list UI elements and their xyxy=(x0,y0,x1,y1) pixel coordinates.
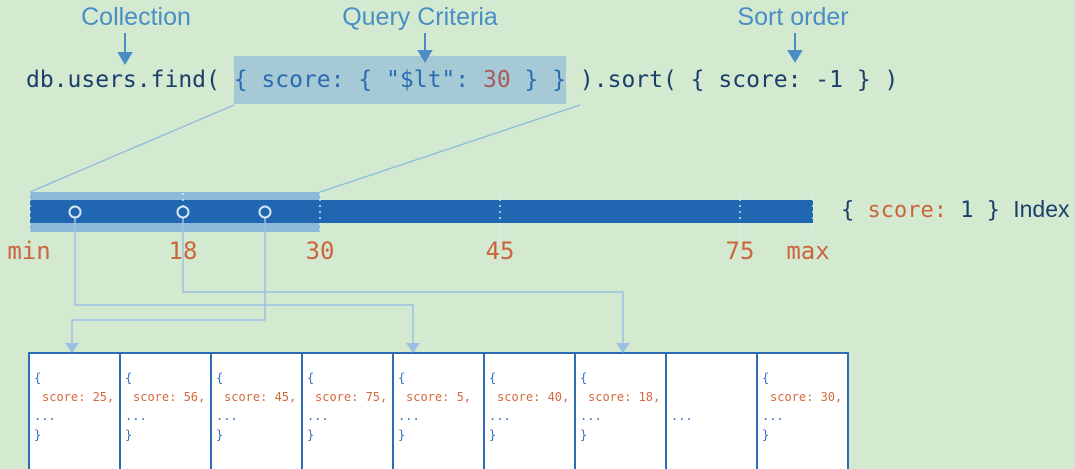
doc-brace-close: } xyxy=(307,428,315,442)
sort-order-arrowhead-icon xyxy=(787,50,803,63)
doc-brace-close: } xyxy=(398,428,406,442)
index-definition-label: { score: 1 } Index xyxy=(841,196,1070,223)
doc-brace-open: { xyxy=(34,371,42,385)
sort-order-label: Sort order xyxy=(737,3,849,31)
doc-ellipsis: ... xyxy=(671,409,693,423)
index-entry-connector-5 xyxy=(74,218,414,344)
collection-label: Collection xyxy=(81,3,191,31)
query-criteria-label: Query Criteria xyxy=(342,3,498,31)
doc-brace-close: } xyxy=(125,428,133,442)
doc-score: score: 45, xyxy=(224,390,297,404)
doc-brace-open xyxy=(667,369,756,388)
tick-label-min: min xyxy=(7,237,51,265)
document-card: { score: 25, ... } xyxy=(28,352,121,469)
doc-score: score: 5, xyxy=(406,390,472,404)
doc-brace-open: { xyxy=(489,371,497,385)
document-card: { score: 5, ... } xyxy=(392,352,485,469)
doc-brace-close xyxy=(667,426,756,445)
doc-score: score: 40, xyxy=(497,390,570,404)
doc-ellipsis: ... xyxy=(580,409,602,423)
doc-brace-close: } xyxy=(216,428,224,442)
index-word: Index xyxy=(1013,196,1070,222)
doc-score: score: 25, xyxy=(42,390,115,404)
code-find-segment: db.users.find( xyxy=(26,67,234,93)
doc-brace-close: } xyxy=(762,428,770,442)
document-card: { score: 75, ... } xyxy=(301,352,394,469)
doc-ellipsis: ... xyxy=(398,409,420,423)
doc-brace-open: { xyxy=(762,371,770,385)
doc-brace-open: { xyxy=(216,371,224,385)
doc-brace-open: { xyxy=(580,371,588,385)
doc-ellipsis: ... xyxy=(489,409,511,423)
code-query-open: { score: { "$lt": xyxy=(233,67,483,93)
doc-score: score: 56, xyxy=(133,390,206,404)
collection-arrowhead-icon xyxy=(117,52,133,65)
doc-brace-open: { xyxy=(398,371,406,385)
index-value: 1 xyxy=(946,198,974,223)
doc-brace-close: } xyxy=(489,428,497,442)
doc-brace-close: } xyxy=(580,428,588,442)
document-card: { score: 56, ... } xyxy=(119,352,212,469)
doc-score xyxy=(667,388,756,407)
query-criteria-highlight: { score: { "$lt": 30 } } xyxy=(233,56,567,104)
doc-brace-close: } xyxy=(34,428,42,442)
index-key: score: xyxy=(867,198,947,223)
query-code-line: db.users.find( { score: { "$lt": 30 } } … xyxy=(26,56,899,104)
document-card: { score: 45, ... } xyxy=(210,352,303,469)
doc-score: score: 30, xyxy=(770,390,843,404)
tick-label-max: max xyxy=(786,237,830,265)
index-bar xyxy=(30,200,813,223)
document-card: { score: 40, ... } xyxy=(483,352,576,469)
doc-ellipsis: ... xyxy=(216,409,238,423)
code-query-close: } } xyxy=(510,67,567,93)
document-card: { score: 30, ... } xyxy=(756,352,849,469)
code-sort-segment: ).sort( { score: -1 } ) xyxy=(566,67,899,93)
documents-row: { score: 25, ... } { score: 56, ... } { … xyxy=(28,352,849,469)
index-entry-connector-18 xyxy=(182,218,624,344)
doc-ellipsis: ... xyxy=(125,409,147,423)
doc-brace-open: { xyxy=(307,371,315,385)
document-card: { score: 18, ... } xyxy=(574,352,667,469)
tick-label-30: 30 xyxy=(305,237,335,265)
tick-label-75: 75 xyxy=(725,237,755,265)
tick-label-18: 18 xyxy=(168,237,198,265)
document-card-ellipsis: ... xyxy=(665,352,758,469)
index-brace-close: } xyxy=(973,198,1014,223)
funnel-line-left xyxy=(29,104,235,193)
funnel-line-right xyxy=(319,104,581,193)
doc-ellipsis: ... xyxy=(762,409,784,423)
doc-brace-open: { xyxy=(125,371,133,385)
doc-ellipsis: ... xyxy=(307,409,329,423)
code-query-value: 30 xyxy=(482,67,511,93)
doc-ellipsis: ... xyxy=(34,409,56,423)
doc-score: score: 75, xyxy=(315,390,388,404)
index-brace-open: { xyxy=(841,198,868,223)
doc-score: score: 18, xyxy=(588,390,661,404)
tick-label-45: 45 xyxy=(485,237,515,265)
